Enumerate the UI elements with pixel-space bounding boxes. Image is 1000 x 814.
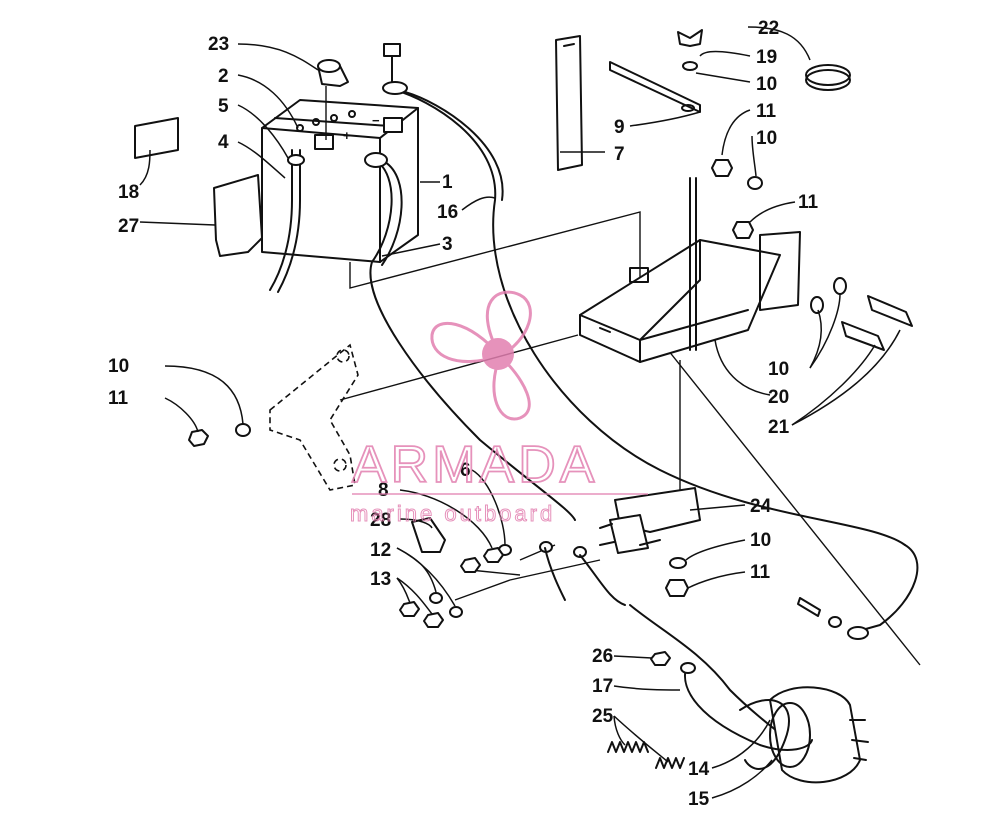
mounting-bracket bbox=[269, 343, 359, 491]
callout-2: 2 bbox=[218, 66, 229, 87]
hardware-small bbox=[399, 541, 587, 628]
armada-watermark-logo: ARMADA marine outboard bbox=[350, 290, 648, 527]
watermark-brand: ARMADA bbox=[352, 436, 598, 494]
callout-13: 13 bbox=[370, 569, 391, 590]
callout-24: 24 bbox=[750, 496, 772, 517]
spacer bbox=[213, 174, 263, 257]
callout-10-c: 10 bbox=[768, 359, 789, 380]
callout-22: 22 bbox=[758, 18, 779, 39]
callout-20: 20 bbox=[768, 387, 789, 408]
callout-27: 27 bbox=[118, 216, 139, 237]
callout-1: 1 bbox=[442, 172, 453, 193]
threaded-rod bbox=[689, 177, 697, 351]
battery: + − bbox=[261, 99, 419, 263]
callout-15: 15 bbox=[688, 789, 710, 810]
battery-box bbox=[579, 231, 801, 363]
callout-18: 18 bbox=[118, 182, 139, 203]
hose-clamp bbox=[805, 64, 851, 91]
terminal-cap bbox=[317, 59, 349, 87]
callout-7: 7 bbox=[614, 144, 625, 165]
propeller-logo-icon bbox=[430, 290, 532, 421]
callout-8: 8 bbox=[378, 480, 389, 501]
cable-16 bbox=[394, 89, 906, 546]
callout-10-e: 10 bbox=[750, 530, 771, 551]
callout-16: 16 bbox=[437, 202, 458, 223]
callout-6: 6 bbox=[460, 460, 471, 481]
callout-5: 5 bbox=[218, 96, 229, 117]
starter-solenoid bbox=[599, 487, 701, 554]
callout-23: 23 bbox=[208, 34, 229, 55]
callout-11-b: 11 bbox=[798, 192, 819, 213]
callout-17: 17 bbox=[592, 676, 613, 697]
callout-11-d: 11 bbox=[750, 562, 771, 583]
callout-11-a: 11 bbox=[756, 101, 777, 122]
callout-10-a: 10 bbox=[756, 74, 777, 95]
callout-11-c: 11 bbox=[108, 388, 129, 409]
callout-10-d: 10 bbox=[108, 356, 129, 377]
callout-9: 9 bbox=[614, 117, 625, 138]
decal bbox=[134, 117, 179, 159]
callout-4: 4 bbox=[218, 132, 229, 153]
callout-21: 21 bbox=[768, 417, 790, 438]
cable-3 bbox=[369, 159, 576, 521]
bolts-21 bbox=[841, 295, 913, 351]
springs bbox=[607, 741, 685, 769]
callout-10-b: 10 bbox=[756, 128, 777, 149]
svg-text:+: + bbox=[343, 128, 351, 143]
strap-7 bbox=[555, 35, 583, 171]
svg-text:−: − bbox=[372, 113, 380, 128]
callout-labels: 23 2 5 4 1 3 16 18 27 7 9 22 19 10 11 10… bbox=[108, 18, 819, 810]
battery-bolt bbox=[382, 43, 408, 95]
callout-25: 25 bbox=[592, 706, 614, 727]
callout-26: 26 bbox=[592, 646, 613, 667]
callout-28: 28 bbox=[370, 510, 391, 531]
leader-lines bbox=[139, 26, 901, 799]
callout-19: 19 bbox=[756, 47, 777, 68]
callout-3: 3 bbox=[442, 234, 453, 255]
callout-12: 12 bbox=[370, 540, 391, 561]
starter-motor bbox=[769, 686, 869, 784]
terminal-boot bbox=[411, 517, 446, 553]
callout-14: 14 bbox=[688, 759, 710, 780]
watermark-tagline: marine outboard bbox=[350, 501, 555, 526]
